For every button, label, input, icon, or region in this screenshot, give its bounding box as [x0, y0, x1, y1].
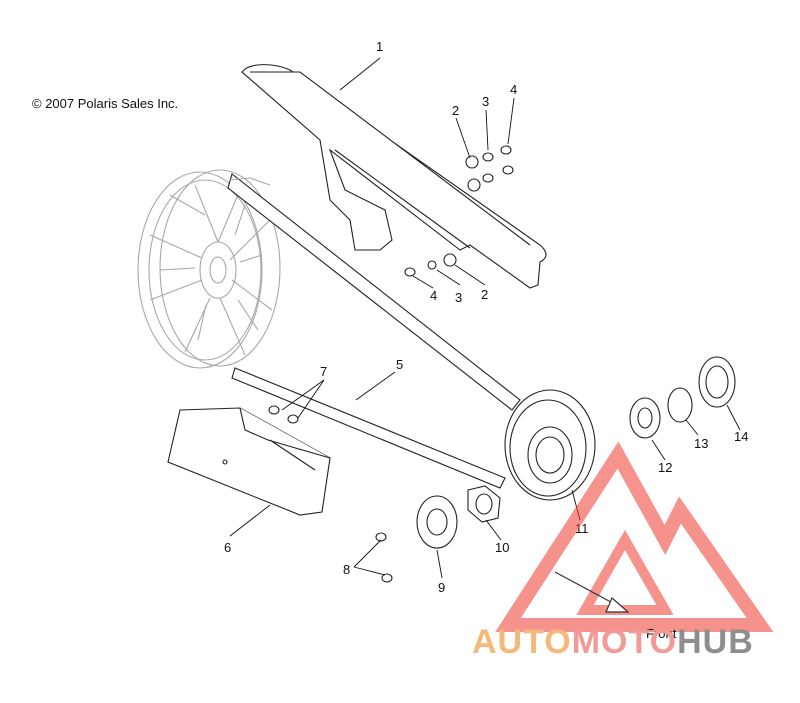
callout-2-lower: 2 — [481, 287, 488, 302]
drive-sprocket — [504, 389, 596, 501]
lower-belt-guard — [167, 407, 331, 516]
callout-14: 14 — [734, 429, 748, 444]
belt-guard — [241, 64, 547, 289]
callout-12: 12 — [658, 460, 672, 475]
lower-guard-bolts — [268, 405, 299, 424]
callout-3-upper: 3 — [482, 94, 489, 109]
copyright-text: © 2007 Polaris Sales Inc. — [32, 96, 178, 111]
guard-fasteners-lower — [404, 253, 457, 277]
callout-3-lower: 3 — [455, 290, 462, 305]
sprocket-nut — [467, 485, 501, 523]
lock-plate — [416, 495, 458, 549]
front-direction-arrow — [554, 571, 630, 613]
callout-7: 7 — [320, 364, 327, 379]
callout-leader-lines — [229, 57, 741, 579]
callout-9: 9 — [438, 580, 445, 595]
callout-6: 6 — [224, 540, 231, 555]
callout-5: 5 — [396, 357, 403, 372]
lock-plate-screws — [375, 532, 393, 583]
guard-fasteners-upper — [465, 145, 514, 192]
callout-1: 1 — [376, 39, 383, 54]
callout-4-upper: 4 — [510, 82, 517, 97]
front-label: Front — [646, 626, 677, 641]
callout-8: 8 — [343, 562, 350, 577]
retaining-ring — [667, 387, 693, 423]
watermark-auto: AUTO — [472, 623, 572, 661]
callout-2-upper: 2 — [452, 103, 459, 118]
drive-belt — [227, 173, 521, 489]
rear-wheel — [137, 169, 281, 369]
spacer — [629, 397, 661, 439]
watermark-text: AUTOMOTOHUB — [472, 623, 754, 661]
callout-10: 10 — [495, 540, 509, 555]
watermark-moto: MOTO — [572, 623, 677, 661]
callout-13: 13 — [694, 436, 708, 451]
callout-4-lower: 4 — [430, 288, 437, 303]
watermark-hub: HUB — [677, 623, 754, 661]
seal — [698, 356, 736, 408]
